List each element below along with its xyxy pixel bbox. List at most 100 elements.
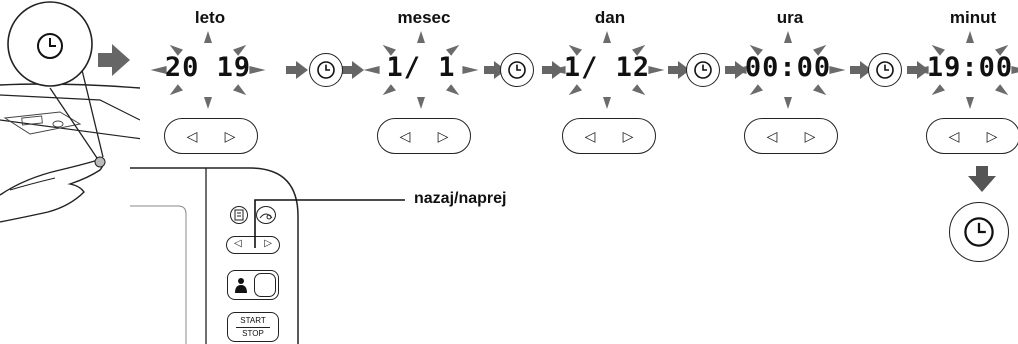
arrow-right-icon	[286, 61, 308, 79]
clock-icon	[37, 33, 63, 59]
callout-line	[254, 199, 405, 248]
clock-icon	[508, 61, 526, 79]
burst-ray	[204, 31, 212, 43]
triangle-right-icon: ▷	[622, 127, 634, 144]
display-value-mesec: 1/ 1	[386, 52, 456, 83]
left-right-button-leto[interactable]: ◁▷	[164, 118, 258, 154]
burst-ray	[995, 84, 1009, 96]
arrow-right-icon	[725, 61, 747, 79]
display-value-minut: 19:00	[926, 52, 1014, 83]
clock-button-zoomed[interactable]	[28, 24, 72, 68]
burst-ray	[603, 31, 611, 43]
display-value-leto: 20 19	[164, 52, 252, 83]
clock-button-1[interactable]	[309, 53, 343, 87]
arrow-right-icon	[98, 44, 130, 76]
burst-ray	[749, 84, 763, 96]
clock-button-4[interactable]	[868, 53, 902, 87]
arrow-right-icon	[542, 61, 564, 79]
stop-label: STOP	[242, 329, 264, 338]
triangle-right-icon: ▷	[437, 127, 449, 144]
burst-ray	[568, 84, 582, 96]
burst-ray	[632, 44, 646, 56]
triangle-left-icon: ◁	[584, 127, 596, 144]
burst-ray	[813, 44, 827, 56]
burst-ray	[829, 66, 846, 74]
clock-icon	[694, 61, 712, 79]
final-down-arrow	[968, 166, 996, 197]
burst-ray	[1011, 66, 1018, 74]
triangle-right-icon: ▷	[224, 127, 236, 144]
triangle-left-icon: ◁	[766, 127, 778, 144]
burst-ray	[784, 31, 792, 43]
burst-ray	[966, 97, 974, 109]
triangle-right-icon: ▷	[804, 127, 816, 144]
clock-button-2[interactable]	[500, 53, 534, 87]
burst-ray	[813, 84, 827, 96]
display-value-dan: 1/ 12	[563, 52, 651, 83]
burst-ray	[603, 97, 611, 109]
memo-button[interactable]	[230, 206, 248, 224]
burst-ray	[568, 44, 582, 56]
clock-button-final[interactable]	[949, 202, 1009, 262]
step-label-ura: ura	[776, 8, 804, 27]
burst-ray	[648, 66, 665, 74]
burst-ray	[169, 44, 183, 56]
left-right-button-panel[interactable]: ◁ ▷	[226, 236, 280, 254]
clock-icon	[964, 217, 994, 247]
arrow-down-icon	[968, 166, 996, 192]
burst-ray	[204, 97, 212, 109]
left-right-button-minut[interactable]: ◁▷	[926, 118, 1018, 154]
step-label-mesec: mesec	[397, 8, 451, 27]
burst-ray	[382, 84, 396, 96]
start-label: START	[240, 316, 266, 325]
start-stop-button[interactable]: START STOP	[227, 312, 279, 342]
burst-ray	[446, 44, 460, 56]
burst-ray	[966, 31, 974, 43]
user-toggle	[254, 273, 276, 297]
blink-burst-leto	[150, 31, 266, 109]
clock-icon	[317, 61, 335, 79]
triangle-left-icon: ◁	[948, 127, 960, 144]
clock-button-3[interactable]	[686, 53, 720, 87]
burst-ray	[363, 66, 380, 74]
left-right-button-dan[interactable]: ◁▷	[562, 118, 656, 154]
memo-icon	[234, 209, 244, 221]
burst-ray	[931, 84, 945, 96]
burst-ray	[249, 66, 266, 74]
burst-ray	[995, 44, 1009, 56]
burst-ray	[462, 66, 479, 74]
cuff-icon	[259, 213, 273, 220]
callout-label: nazaj/naprej	[414, 190, 507, 207]
burst-ray	[233, 44, 247, 56]
burst-ray	[632, 84, 646, 96]
burst-ray	[417, 97, 425, 109]
display-value-ura: 00:00	[744, 52, 832, 83]
device-panel	[130, 167, 299, 344]
triangle-left-icon: ◁	[234, 238, 242, 249]
left-right-button-mesec[interactable]: ◁▷	[377, 118, 471, 154]
user-button[interactable]	[227, 270, 279, 300]
left-right-button-ura[interactable]: ◁▷	[744, 118, 838, 154]
step-label-dan: dan	[594, 8, 626, 27]
burst-ray	[233, 84, 247, 96]
triangle-right-icon: ▷	[264, 238, 272, 249]
burst-ray	[446, 84, 460, 96]
burst-ray	[382, 44, 396, 56]
clock-icon	[876, 61, 894, 79]
triangle-left-icon: ◁	[186, 127, 198, 144]
burst-ray	[169, 84, 183, 96]
triangle-right-icon: ▷	[986, 127, 998, 144]
burst-ray	[150, 66, 167, 74]
burst-ray	[784, 97, 792, 109]
burst-ray	[931, 44, 945, 56]
step-label-leto: leto	[194, 8, 226, 27]
blink-burst-mesec	[363, 31, 479, 109]
arrow-right-icon	[342, 61, 364, 79]
arrow-right-icon	[907, 61, 929, 79]
step-label-minut: minut	[949, 8, 997, 27]
burst-ray	[749, 44, 763, 56]
user-icon	[235, 278, 247, 293]
triangle-left-icon: ◁	[399, 127, 411, 144]
cuff-button[interactable]	[256, 206, 276, 224]
burst-ray	[417, 31, 425, 43]
